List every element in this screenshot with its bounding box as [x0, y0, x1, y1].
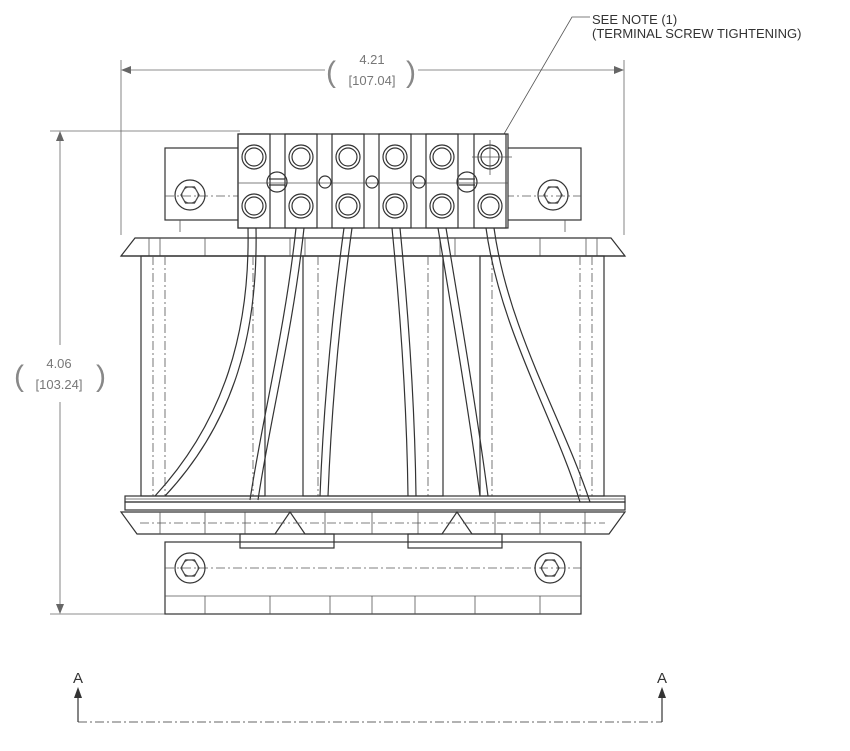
note-line2: (TERMINAL SCREW TIGHTENING) — [592, 26, 801, 41]
svg-text:(: ( — [14, 360, 24, 393]
width-mm: [107.04] — [349, 73, 396, 88]
svg-text:(: ( — [326, 56, 336, 89]
section-label-right: A — [657, 670, 667, 687]
top-flange — [119, 237, 627, 257]
lead-wires — [154, 227, 591, 503]
section-label-left: A — [73, 670, 83, 687]
crosshair-icon — [472, 140, 512, 175]
bolt-icon — [534, 552, 566, 584]
width-dimension: ( ) 4.21 [107.04] — [120, 52, 625, 235]
height-dimension: ( ) 4.06 [103.24] — [14, 130, 240, 615]
coil-right — [479, 255, 605, 497]
bolt-icon — [174, 179, 206, 211]
section-line-a-a: A A — [73, 670, 667, 723]
bolt-icon — [174, 552, 206, 584]
note-callout: SEE NOTE (1) (TERMINAL SCREW TIGHTENING) — [495, 12, 801, 150]
svg-text:): ) — [406, 56, 416, 89]
coil-center — [302, 255, 444, 497]
width-inches: 4.21 — [359, 52, 384, 67]
terminal-block — [237, 133, 512, 229]
bottom-bracket — [164, 533, 582, 615]
svg-text:): ) — [96, 360, 106, 393]
height-mm: [103.24] — [36, 377, 83, 392]
slotted-screw-icon — [266, 171, 288, 193]
note-line1: SEE NOTE (1) — [592, 12, 677, 27]
bottom-flange — [119, 495, 627, 535]
bolt-icon — [537, 179, 569, 211]
slotted-screw-icon — [456, 171, 478, 193]
coil-left — [140, 255, 266, 497]
height-inches: 4.06 — [46, 356, 71, 371]
